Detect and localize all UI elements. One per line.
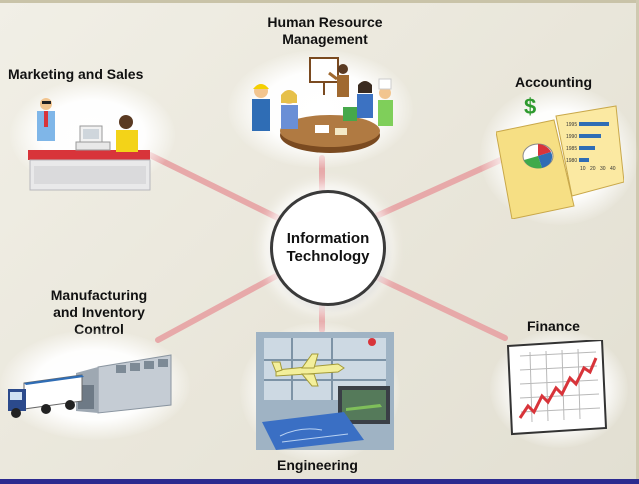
connector-manufacturing xyxy=(155,272,281,343)
connector-finance xyxy=(369,272,508,341)
bottom-bar xyxy=(0,479,639,484)
axis-tick: 10 xyxy=(580,166,586,172)
meeting-illustration xyxy=(252,57,393,153)
hub-line-1: Information xyxy=(286,230,370,247)
marketing-label: Marketing and Sales xyxy=(8,66,144,82)
engineering-label: Engineering xyxy=(277,457,358,473)
engineering-illustration xyxy=(256,332,394,450)
year-tick: 1985 xyxy=(566,146,577,152)
axis-tick: 40 xyxy=(610,166,616,172)
hr-label: Human Resource Management xyxy=(267,14,383,47)
year-tick: 1980 xyxy=(566,158,577,164)
finance-chart-illustration xyxy=(506,340,608,436)
hub-line-2: Technology xyxy=(286,248,370,265)
connector-marketing xyxy=(147,152,281,221)
right-border xyxy=(636,0,639,484)
information-technology-hub: Information Technology xyxy=(270,190,386,306)
dollar-icon: $ xyxy=(524,94,536,119)
year-tick: 1990 xyxy=(566,134,577,140)
sales-counter-illustration xyxy=(28,98,151,191)
axis-tick: 30 xyxy=(600,166,606,172)
year-tick: 1995 xyxy=(566,122,577,128)
warehouse-truck-illustration xyxy=(8,354,172,418)
axis-tick: 20 xyxy=(590,166,596,172)
accounting-papers-illustration: $ 1995 1990 1985 1980 10 20 30 40 xyxy=(496,94,624,219)
top-border xyxy=(0,0,639,3)
